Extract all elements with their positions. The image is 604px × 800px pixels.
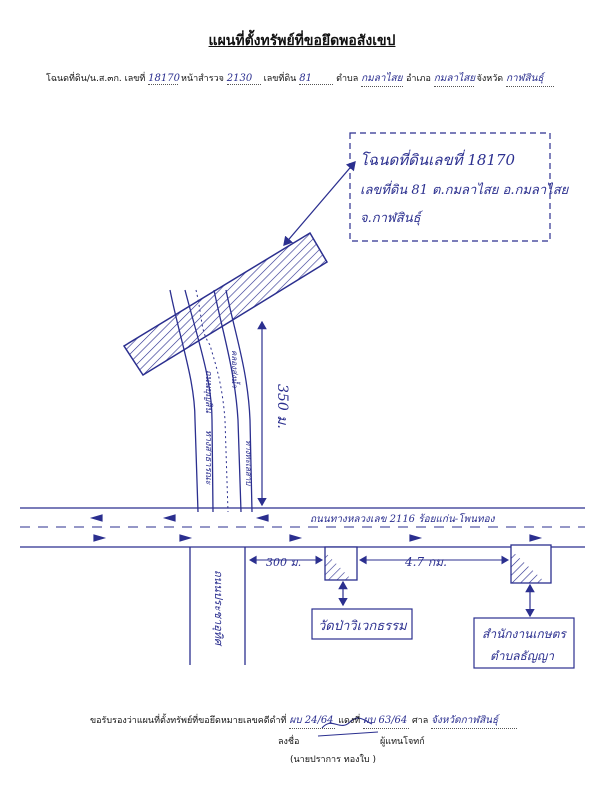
south-road-label: ถนนประชาอุทิศ: [212, 570, 225, 647]
side-road-label-2: ทางสาธารณะ: [203, 430, 213, 486]
landmark-left-hatch: [325, 552, 352, 580]
callout-line-3: จ.กาฬสินธุ์: [360, 210, 424, 226]
land-number: 81: [299, 73, 334, 85]
highway-label: ถนนทางหลวงเลข 2116 ร้อยแก่น-โพนทอง: [310, 513, 496, 525]
certify-label: ขอรับรองว่าแผนที่ตั้งทรัพย์ที่ขอยึดหมายเ…: [90, 716, 287, 726]
deed-label: โฉนดที่ดิน/น.ส.๓ก. เลขที่: [46, 74, 146, 84]
side-road-edge-1: [169, 289, 199, 513]
page-title: แผนที่ตั้งทรัพย์ที่ขอยึดพอสังเขป: [208, 33, 396, 49]
side-road-edge-4: [225, 289, 253, 513]
side-road-edge-2: [184, 289, 214, 513]
callout-pointer: [283, 161, 356, 246]
land-parcel: [122, 231, 329, 377]
landmark-right-label-2: ตำบลธัญญา: [490, 649, 555, 663]
side-road-label-4: ทางทะเลสาบ: [244, 440, 253, 486]
distance-right-label: 4.7 กม.: [404, 555, 447, 569]
survey-page: 2130: [226, 73, 261, 85]
signer-role: ผู้แทนโจทก์: [380, 737, 425, 747]
distance-left-label: 300 ม.: [266, 556, 301, 569]
callout-line-1: โฉนดที่ดินเลขที่ 18170: [360, 149, 516, 169]
signature: [317, 717, 379, 737]
side-road-edge-3: [213, 289, 242, 513]
red-case-label: แดงที่: [338, 716, 361, 726]
side-road-label-3: คลองส่งน้ำ: [230, 350, 241, 388]
side-road-label-1: ถนนบุญสิน: [203, 370, 214, 414]
landmark-left-label-box: [311, 608, 413, 640]
certify-line: ขอรับรองว่าแผนที่ตั้งทรัพย์ที่ขอยึดหมายเ…: [90, 713, 518, 729]
court-name: จังหวัดกาฬสินธุ์: [431, 713, 518, 729]
red-case-number: ผบ 63/64: [363, 713, 410, 729]
survey-page-label: หน้าสำรวจ: [181, 74, 224, 84]
callout-line-2: เลขที่ดิน 81 ต.กมลาไสย อ.กมลาไสย: [360, 180, 570, 198]
landmark-right-label-box: [473, 617, 575, 669]
province-label: จังหวัด: [476, 74, 504, 84]
traffic-arrows: [89, 514, 543, 542]
subdistrict-value: กมลาไสย: [361, 71, 404, 87]
district-label: อำเภอ: [405, 74, 431, 84]
sign-label: ลงชื่อ: [278, 737, 300, 747]
distance-vertical-label: 350 ม.: [274, 384, 290, 429]
deed-info-line: โฉนดที่ดิน/น.ส.๓ก. เลขที่ 18170 หน้าสำรว…: [46, 71, 554, 87]
province-value: กาฬสินธุ์: [505, 71, 554, 87]
black-case-number: ผบ 24/64: [289, 713, 336, 729]
signer-name: (นายปราการ ทองใบ ): [290, 755, 377, 765]
land-no-label: เลขที่ดิน: [263, 74, 297, 84]
landmark-right-label-1: สำนักงานเกษตร: [482, 627, 567, 641]
deed-number: 18170: [148, 73, 180, 85]
court-label: ศาล: [411, 716, 429, 726]
district-value: กมลาไสย: [433, 71, 475, 87]
landmark-left-label: วัดป่าวิเวกธรรม: [318, 619, 408, 634]
landmark-right-hatch: [511, 550, 546, 583]
subdistrict-label: ตำบล: [336, 74, 359, 84]
